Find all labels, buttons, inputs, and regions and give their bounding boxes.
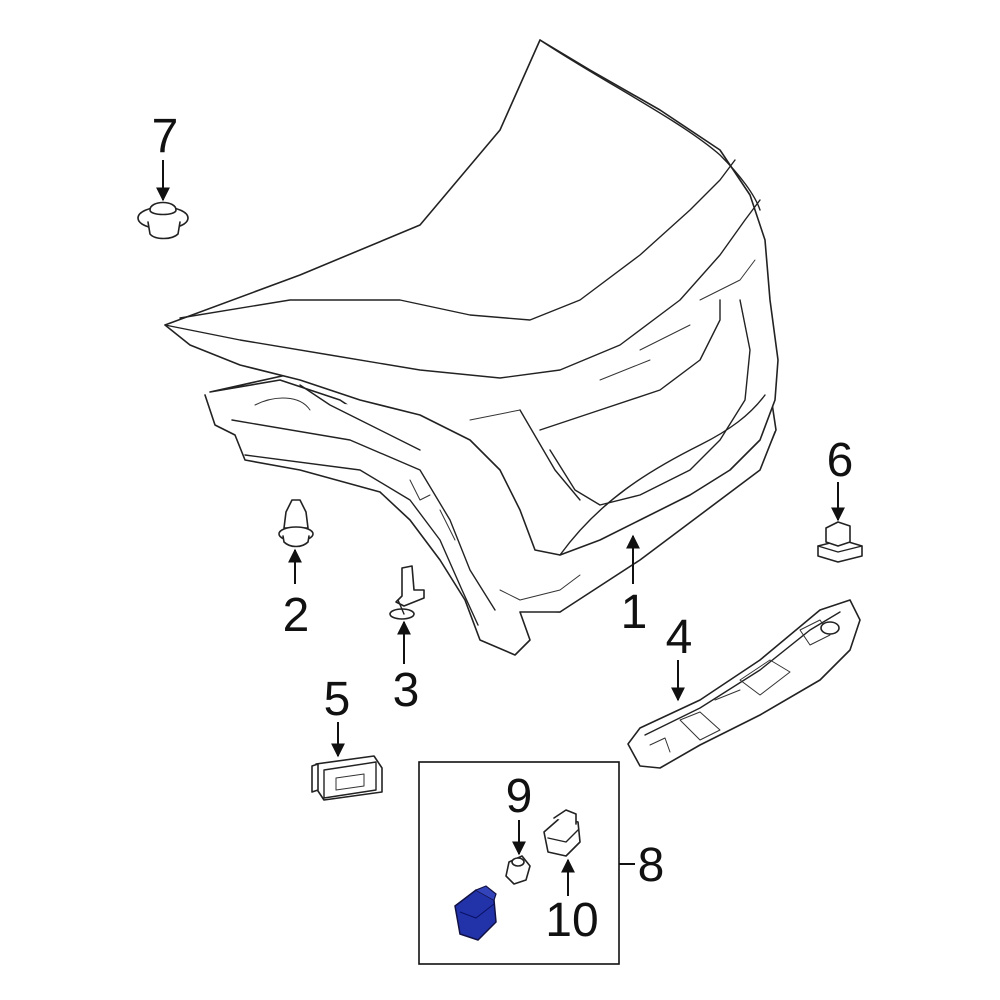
retainer-pin-part	[389, 565, 425, 620]
callout-label-9: 9	[506, 770, 533, 823]
highlighted-housing-part	[454, 885, 497, 941]
trim-panel-part	[627, 599, 861, 769]
bumper-part	[817, 521, 863, 563]
socket-part	[543, 809, 581, 857]
callout-label-6: 6	[827, 434, 854, 487]
push-clip-part	[278, 499, 314, 548]
callout-label-8: 8	[638, 839, 665, 892]
trunk-switch-part	[311, 755, 383, 801]
callout-label-1: 1	[621, 586, 648, 639]
callout-label-2: 2	[283, 589, 310, 642]
grommet-part	[137, 201, 189, 240]
callout-label-3: 3	[393, 664, 420, 717]
callout-label-5: 5	[324, 673, 351, 726]
trunk-lid-part	[164, 39, 779, 656]
callout-label-7: 7	[152, 110, 179, 163]
callout-label-4: 4	[666, 611, 693, 664]
callout-label-10: 10	[545, 894, 598, 947]
bulb-part	[505, 855, 531, 885]
